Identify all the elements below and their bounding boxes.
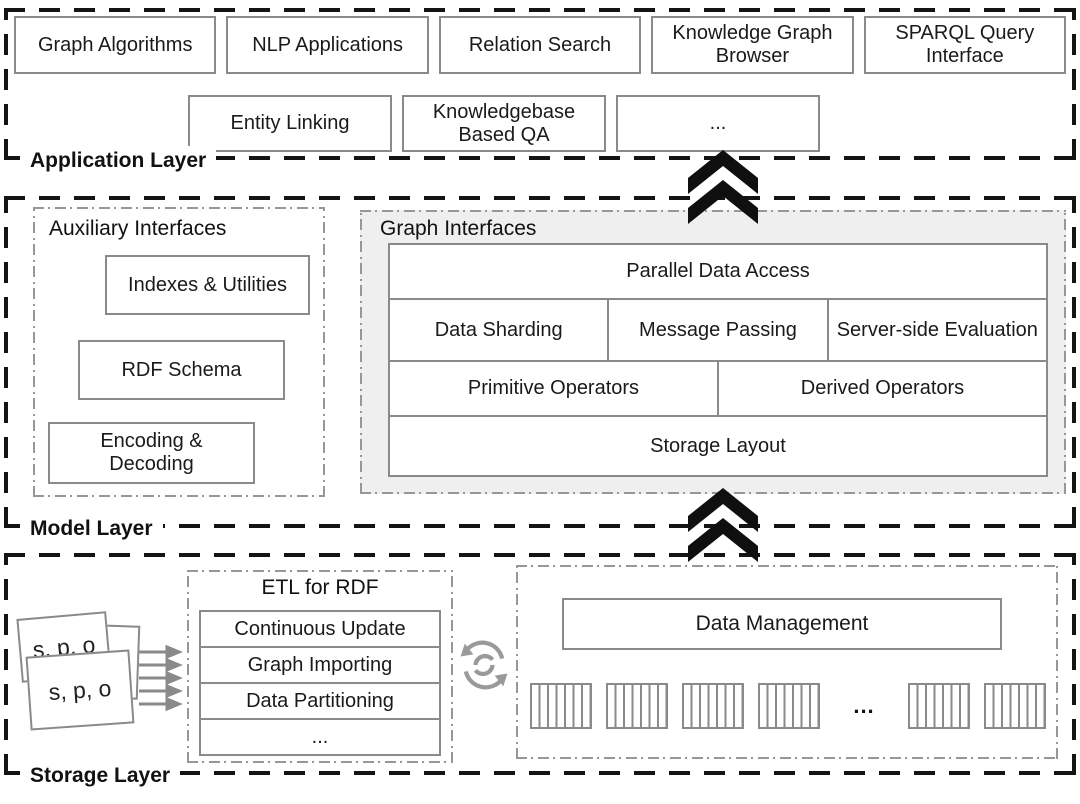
entity-linking-box: Entity Linking xyxy=(188,95,392,152)
etl-group: ETL for RDF Continuous Update Graph Impo… xyxy=(187,570,453,763)
ingest-arrows-icon xyxy=(139,645,183,711)
storage-layer-label: Storage Layer xyxy=(20,761,181,791)
indexes-utilities-box: Indexes & Utilities xyxy=(105,255,310,315)
graph-algorithms-box: Graph Algorithms xyxy=(14,16,217,74)
partition-block-icon xyxy=(908,683,970,729)
storage-layout-box: Storage Layout xyxy=(390,417,1046,475)
graph-interfaces-title: Graph Interfaces xyxy=(380,217,537,240)
partition-block-icon xyxy=(530,683,592,729)
graph-importing-box: Graph Importing xyxy=(201,648,439,682)
partition-ellipsis: ... xyxy=(853,693,875,718)
data-partitioning-box: Data Partitioning xyxy=(201,684,439,718)
sparql-query-interface-box: SPARQL Query Interface xyxy=(863,16,1067,74)
storage-layer-frame: s, p, o s, p, o ETL for RDF Continuous U… xyxy=(4,553,1076,791)
partition-block-icon xyxy=(682,683,744,729)
partition-blocks-row: ... xyxy=(530,683,1046,729)
data-management-group: Data Management ... xyxy=(516,565,1058,759)
data-sharding-box: Data Sharding xyxy=(390,300,608,360)
primitive-operators-box: Primitive Operators xyxy=(390,362,717,415)
partition-block-icon xyxy=(984,683,1046,729)
etl-title: ETL for RDF xyxy=(261,576,379,599)
application-layer-frame: Graph Algorithms NLP Applications Relati… xyxy=(4,8,1076,176)
derived-operators-box: Derived Operators xyxy=(718,362,1046,415)
partition-block-icon xyxy=(758,683,820,729)
triple-doc-text: s, p, o xyxy=(47,674,113,705)
rdf-schema-box: RDF Schema xyxy=(78,340,285,400)
continuous-update-box: Continuous Update xyxy=(201,612,439,646)
sync-icon xyxy=(460,640,508,690)
server-side-evaluation-box: Server-side Evaluation xyxy=(828,300,1046,360)
nlp-applications-box: NLP Applications xyxy=(226,16,429,74)
more-applications-box: ... xyxy=(616,95,820,152)
etl-table: Continuous Update Graph Importing Data P… xyxy=(199,610,441,756)
partition-block-icon xyxy=(606,683,668,729)
up-double-chevron-icon xyxy=(688,488,758,562)
graph-interfaces-grid: Parallel Data Access Data Sharding Messa… xyxy=(388,243,1048,477)
model-layer-label: Model Layer xyxy=(20,514,163,544)
relation-search-box: Relation Search xyxy=(438,16,642,74)
graph-interfaces-group: Graph Interfaces Parallel Data Access Da… xyxy=(360,210,1066,494)
application-layer-label: Application Layer xyxy=(20,146,217,176)
data-management-box: Data Management xyxy=(562,598,1002,650)
application-row-2: Entity Linking Knowledgebase Based QA ..… xyxy=(188,95,820,152)
model-layer-frame: Auxiliary Interfaces Indexes & Utilities… xyxy=(4,196,1076,544)
up-double-chevron-icon xyxy=(688,150,758,224)
knowledgebase-qa-box: Knowledgebase Based QA xyxy=(402,95,606,152)
application-row-1: Graph Algorithms NLP Applications Relati… xyxy=(14,16,1067,74)
message-passing-box: Message Passing xyxy=(609,300,827,360)
etl-more-box: ... xyxy=(201,720,439,754)
encoding-decoding-box: Encoding & Decoding xyxy=(48,422,255,484)
knowledge-graph-browser-box: Knowledge Graph Browser xyxy=(651,16,854,74)
auxiliary-interfaces-title: Auxiliary Interfaces xyxy=(49,217,227,240)
parallel-data-access-box: Parallel Data Access xyxy=(390,245,1046,298)
auxiliary-interfaces-group: Auxiliary Interfaces Indexes & Utilities… xyxy=(33,207,325,497)
triple-doc-icon: s, p, o xyxy=(25,649,135,731)
